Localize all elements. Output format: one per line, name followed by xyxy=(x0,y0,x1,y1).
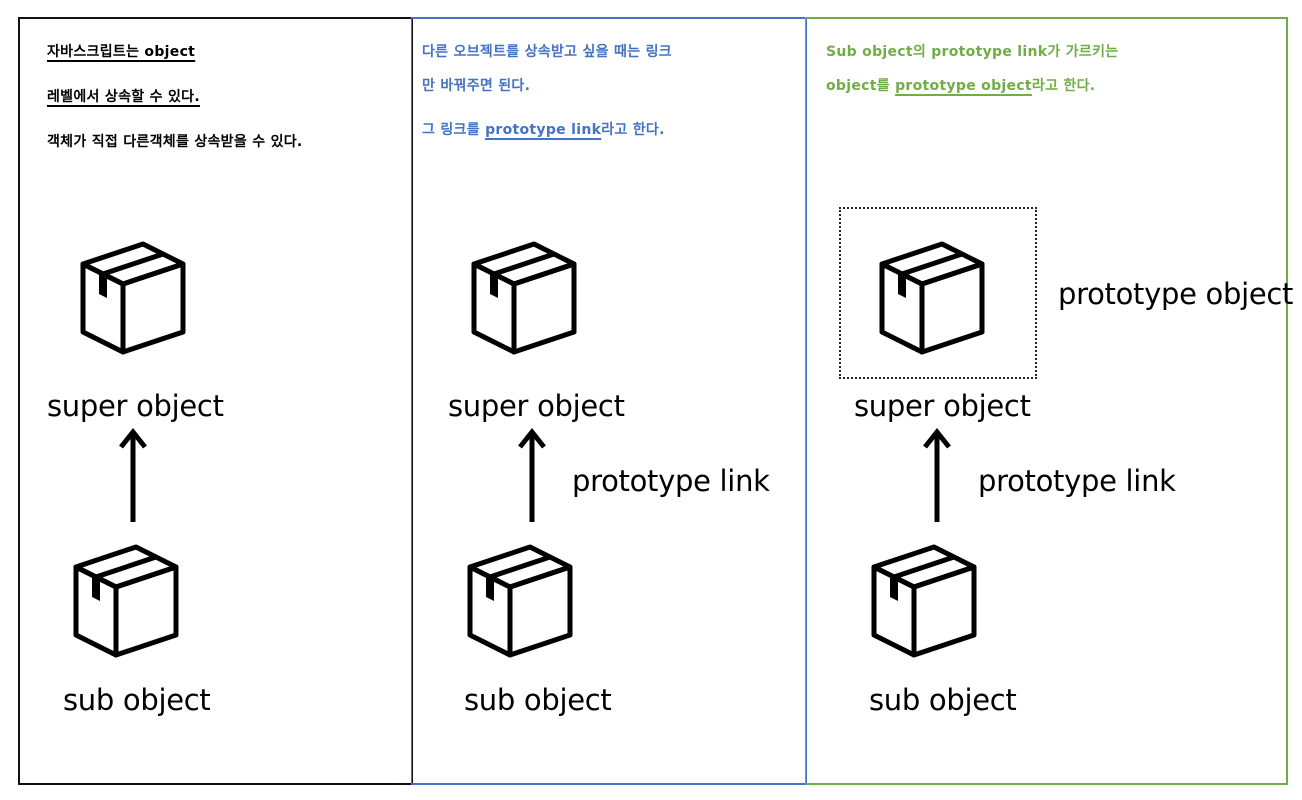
panel1-text-line1: 자바스크립트는 object xyxy=(47,44,196,60)
panel3-text-line2: object를 prototype object라고 한다. xyxy=(826,75,1095,95)
super-object-label: super object xyxy=(47,389,224,423)
panel1-text-line3: 객체가 직접 다른객체를 상속받을 수 있다. xyxy=(47,134,303,150)
prototype-link-term: prototype link xyxy=(485,122,602,138)
prototype-link-label: prototype link xyxy=(978,464,1176,498)
sub-object-label: sub object xyxy=(63,683,211,717)
panel2-text-prefix: 그 링크를 xyxy=(422,122,486,138)
box-icon xyxy=(471,241,577,355)
panel-prototype-object: Sub object의 prototype link가 가르키는 object를… xyxy=(805,17,1293,785)
box-icon xyxy=(871,544,977,658)
prototype-link-label: prototype link xyxy=(572,464,770,498)
up-arrow-icon xyxy=(119,427,147,522)
up-arrow-icon xyxy=(518,427,546,522)
panel2-text-line3: 그 링크를 prototype link라고 한다. xyxy=(422,119,665,139)
sub-object-label: sub object xyxy=(869,683,1017,717)
box-icon xyxy=(467,544,573,658)
box-icon xyxy=(73,544,179,658)
super-object-label: super object xyxy=(448,389,625,423)
panel3-text-prefix: object를 xyxy=(826,78,896,94)
box-icon xyxy=(80,241,186,355)
up-arrow-icon xyxy=(923,427,951,522)
panel3-text-suffix: 라고 한다. xyxy=(1031,78,1096,94)
panel2-text-line2: 만 바꿔주면 된다. xyxy=(422,78,531,94)
panel2-text-line1: 다른 오브젝트를 상속받고 싶을 때는 링크 xyxy=(422,44,672,60)
panel-inheritance-basics: 자바스크립트는 object 레벨에서 상속할 수 있다. 객체가 직접 다른객… xyxy=(18,17,413,785)
box-icon xyxy=(879,241,985,355)
super-object-label: super object xyxy=(854,389,1031,423)
prototype-object-term: prototype object xyxy=(895,78,1032,94)
panel-prototype-link: 다른 오브젝트를 상속받고 싶을 때는 링크 만 바꿔주면 된다. 그 링크를 … xyxy=(411,17,807,785)
prototype-object-label: prototype object xyxy=(1058,277,1294,311)
sub-object-label: sub object xyxy=(464,683,612,717)
panel1-text-line2: 레벨에서 상속할 수 있다. xyxy=(47,89,200,105)
prototype-object-highlight xyxy=(839,207,1037,379)
panel2-text-suffix: 라고 한다. xyxy=(601,122,665,138)
panel3-text-line1: Sub object의 prototype link가 가르키는 xyxy=(826,44,1119,60)
